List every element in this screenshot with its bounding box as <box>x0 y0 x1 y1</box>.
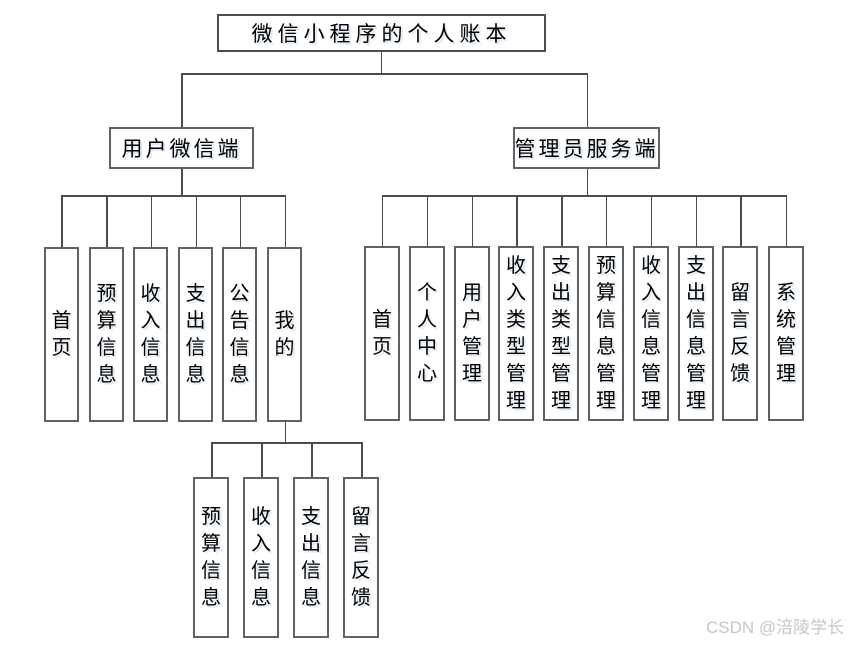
connector-line <box>471 195 473 246</box>
node-label: 支出信息管理 <box>686 254 706 412</box>
node-label: 收入信息 <box>140 282 161 386</box>
node-root-label: 微信小程序的个人账本 <box>251 22 512 46</box>
node-label: 我的 <box>274 309 295 359</box>
connector-line <box>211 442 213 477</box>
node-user-announcement-info: 公告信息 <box>222 247 257 422</box>
node-admin-user-mgmt: 用户管理 <box>454 246 490 421</box>
connector-line <box>61 195 63 247</box>
node-label: 支出信息 <box>301 505 321 609</box>
node-label: 预算信息 <box>201 505 221 609</box>
node-label: 收入信息 <box>251 505 271 609</box>
connector-line <box>695 195 697 246</box>
connector-line <box>311 442 313 477</box>
connector-line <box>261 442 263 477</box>
node-label: 支出类型管理 <box>551 254 571 412</box>
node-label: 预算信息管理 <box>596 254 616 412</box>
node-my-income-info: 收入信息 <box>243 477 279 638</box>
connector-line <box>586 169 588 196</box>
connector-line <box>61 195 285 197</box>
node-admin-expense-info-mgmt: 支出信息管理 <box>678 246 714 421</box>
node-admin-message-feedback: 留言反馈 <box>722 246 758 421</box>
node-user-side-label: 用户微信端 <box>121 137 242 161</box>
node-my-budget-info: 预算信息 <box>193 477 229 638</box>
connector-line <box>106 195 108 247</box>
connector-line <box>516 195 518 246</box>
connector-line <box>239 195 241 247</box>
node-label: 收入类型管理 <box>506 254 526 412</box>
node-admin-side: 管理员服务端 <box>513 127 660 169</box>
node-label: 公告信息 <box>229 282 250 386</box>
connector-line <box>181 73 183 127</box>
node-user-home: 首页 <box>44 247 79 422</box>
node-label: 收入信息管理 <box>641 254 661 412</box>
node-label: 预算信息 <box>96 282 117 386</box>
node-user-income-info: 收入信息 <box>133 247 168 422</box>
node-label: 留言反馈 <box>730 281 750 385</box>
node-user-expense-info: 支出信息 <box>178 247 213 422</box>
node-user-side: 用户微信端 <box>109 127 254 169</box>
connector-line <box>284 195 286 247</box>
connector-line <box>381 195 787 197</box>
node-admin-income-info-mgmt: 收入信息管理 <box>633 246 669 421</box>
connector-line <box>785 195 787 246</box>
connector-line <box>181 73 588 75</box>
connector-line <box>284 422 286 443</box>
connector-line <box>195 195 197 247</box>
node-admin-home: 首页 <box>364 246 400 421</box>
node-label: 系统管理 <box>776 281 796 385</box>
node-my-message-feedback: 留言反馈 <box>343 477 379 638</box>
node-label: 个人中心 <box>417 281 437 385</box>
node-label: 首页 <box>51 309 72 359</box>
node-admin-personal-center: 个人中心 <box>409 246 445 421</box>
node-admin-system-mgmt: 系统管理 <box>768 246 804 421</box>
node-root: 微信小程序的个人账本 <box>217 14 546 52</box>
csdn-watermark: CSDN @涪陵学长 <box>706 618 845 637</box>
connector-line <box>605 195 607 246</box>
node-label: 支出信息 <box>185 282 206 386</box>
connector-line <box>380 52 382 74</box>
node-label: 首页 <box>372 308 392 358</box>
node-admin-side-label: 管理员服务端 <box>514 137 659 161</box>
node-label: 用户管理 <box>462 281 482 385</box>
connector-line <box>150 195 152 247</box>
node-user-budget-info: 预算信息 <box>89 247 124 422</box>
node-admin-income-type-mgmt: 收入类型管理 <box>498 246 534 421</box>
connector-line <box>561 195 563 246</box>
connector-line <box>426 195 428 246</box>
connector-line <box>211 442 361 444</box>
connector-line <box>650 195 652 246</box>
connector-line <box>381 195 383 246</box>
connector-line <box>181 169 183 196</box>
node-my-expense-info: 支出信息 <box>293 477 329 638</box>
connector-line <box>740 195 742 246</box>
connector-line <box>586 73 588 127</box>
node-admin-budget-info-mgmt: 预算信息管理 <box>588 246 624 421</box>
node-user-mine: 我的 <box>267 247 302 422</box>
node-admin-expense-type-mgmt: 支出类型管理 <box>543 246 579 421</box>
node-label: 留言反馈 <box>351 505 371 609</box>
connector-line <box>361 442 363 477</box>
